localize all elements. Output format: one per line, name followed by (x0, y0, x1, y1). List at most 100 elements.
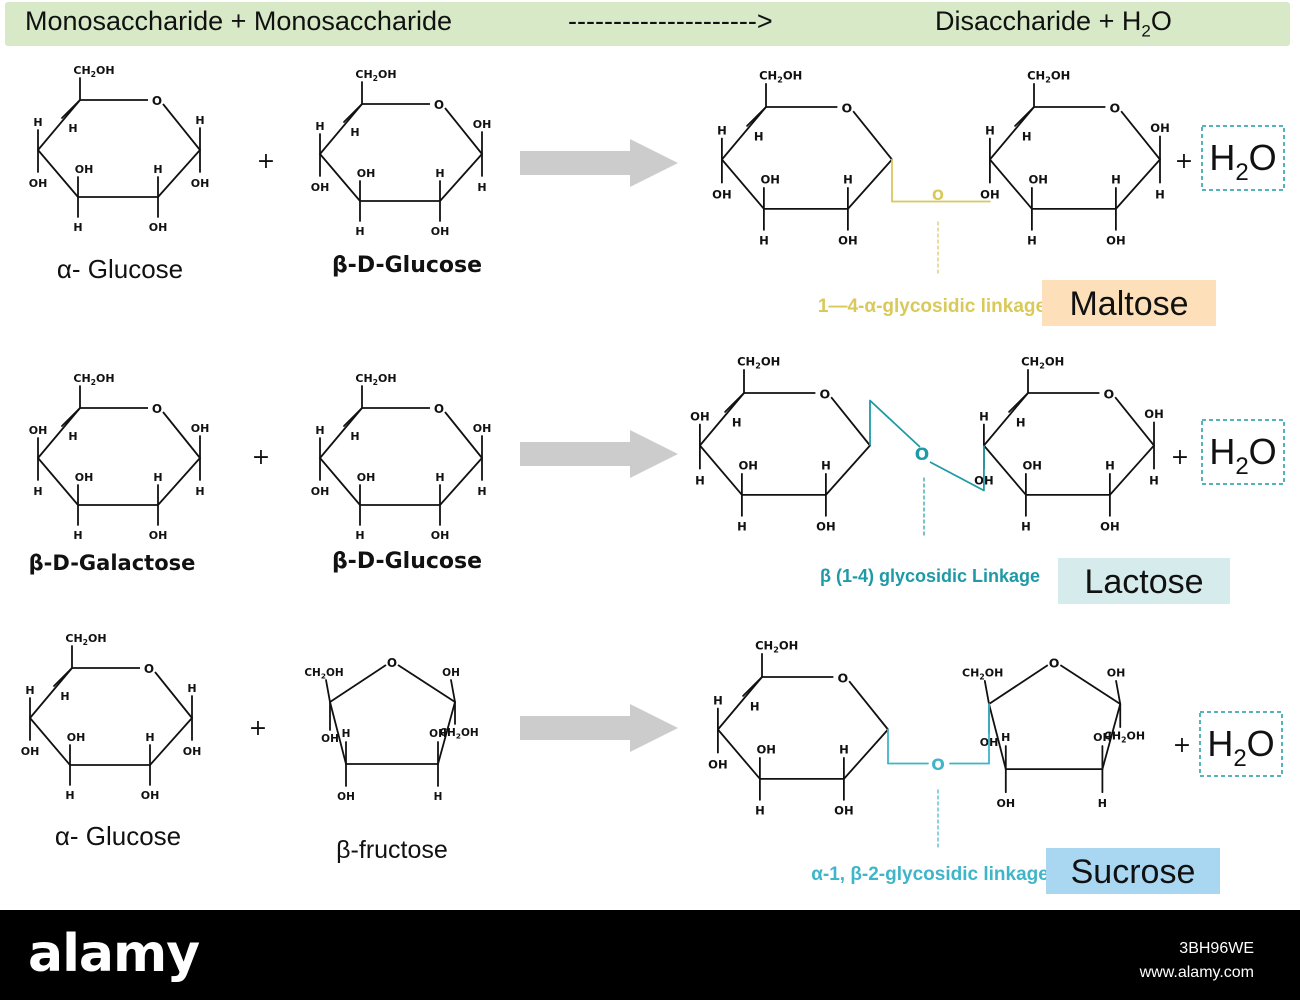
oh-label: OH (1106, 234, 1125, 248)
h-bond (343, 407, 363, 427)
ring-bond (989, 106, 1161, 210)
substituent-label: OH (980, 187, 999, 201)
ring-bond (699, 392, 871, 496)
ring-oxygen: O (1109, 100, 1120, 115)
oh-label: OH (149, 529, 168, 542)
plus-sign: + (1173, 733, 1191, 758)
ch2oh-label: CH2OH (355, 68, 396, 83)
h-label: H (843, 173, 853, 187)
ring-oxygen: O (819, 386, 830, 401)
ch2oh-label: CH2OH (65, 632, 106, 647)
substituent-label: H (477, 485, 486, 498)
h-label: H (732, 416, 742, 430)
linkage-label: α-1, β-2-glycosidic linkage (811, 864, 1049, 885)
h-label: H (759, 234, 769, 248)
footer-bar: alamy 3BH96WE www.alamy.com (0, 910, 1300, 1000)
substituent-label: H (985, 123, 995, 137)
ring-oxygen: O (152, 94, 162, 108)
substituent-label: H (195, 114, 204, 127)
substituent-label: H (315, 424, 324, 437)
reaction-arrow (520, 704, 678, 752)
ch2oh-label: CH2OH (1027, 69, 1070, 85)
ring-bond (37, 407, 201, 506)
substituent-label: OH (191, 422, 210, 435)
oh-label: OH (1107, 667, 1126, 680)
h-label: H (355, 225, 364, 238)
oh-label: OH (431, 225, 450, 238)
substituent-label: OH (708, 757, 727, 771)
substituent-label: H (33, 116, 42, 129)
ch2oh-label: CH2OH (962, 667, 1003, 682)
reaction-arrow (520, 430, 678, 478)
substituent-label: H (315, 120, 324, 133)
oh-label: OH (429, 728, 447, 740)
header-arrow: ---------------------> (568, 6, 773, 36)
product-name-bg (1042, 280, 1216, 326)
h-label: H (839, 743, 849, 757)
h-label: H (755, 804, 765, 818)
substituent-label: H (713, 693, 723, 707)
substituent-label: OH (1144, 407, 1163, 421)
substituent-label: OH (1150, 121, 1169, 135)
h-label: H (1001, 731, 1010, 744)
ch2oh-label: CH2OH (304, 667, 343, 681)
substituent-label: OH (29, 177, 48, 190)
substituent-label: H (477, 181, 486, 194)
water-box (1199, 711, 1283, 777)
h-label: H (435, 471, 444, 484)
ring-oxygen: O (837, 670, 848, 685)
ring-oxygen: O (387, 656, 397, 670)
oh-label: OH (75, 163, 94, 176)
substituent-label: H (187, 682, 196, 695)
substituent-label: H (695, 473, 705, 487)
ch2oh-bond (325, 679, 331, 703)
ch2oh-label: CH2OH (355, 372, 396, 387)
substituent-label: OH (712, 187, 731, 201)
c2-bond (450, 679, 456, 703)
water-label: H2O (1207, 723, 1274, 772)
oh-label: OH (1022, 459, 1041, 473)
oh-label: OH (67, 731, 86, 744)
ring-oxygen: O (434, 98, 444, 112)
ring-oxygen: O (144, 662, 154, 676)
h-bond (53, 667, 73, 687)
plus-sign: + (249, 716, 267, 741)
h-label: H (1016, 416, 1026, 430)
ring-oxygen: O (841, 100, 852, 115)
substituent-label: OH (473, 118, 492, 131)
product-name-bg (1058, 558, 1230, 604)
reactant1-name: α- Glucose (57, 254, 183, 284)
h-label: H (1105, 459, 1115, 473)
oh-label: OH (738, 459, 757, 473)
ch2oh-label: CH2OH (759, 69, 802, 85)
ring-bond (319, 103, 483, 202)
reactant2-name: β-D-Glucose (332, 549, 482, 574)
h-bond (746, 106, 767, 127)
h-bond (61, 99, 81, 119)
oh-label: OH (756, 743, 775, 757)
h-bond (742, 676, 763, 697)
oh-label: OH (816, 520, 835, 534)
water-box (1201, 125, 1285, 191)
ch2oh-label: CH2OH (1104, 730, 1145, 745)
glycosidic-oxygen: O (915, 445, 929, 465)
oh-label: OH (997, 797, 1016, 810)
h-label: H (754, 130, 764, 144)
source-url: www.alamy.com (1139, 964, 1254, 981)
ch2oh-label: CH2OH (73, 64, 114, 79)
header-reactants: Monosaccharide + Monosaccharide (25, 6, 452, 36)
c2-bond (1115, 680, 1122, 705)
h-label: H (65, 789, 74, 802)
oh-label: OH (838, 234, 857, 248)
substituent-label: OH (21, 745, 40, 758)
ring-oxygen: O (152, 402, 162, 416)
substituent-label: OH (311, 485, 330, 498)
h-label: H (355, 529, 364, 542)
h-label: H (434, 791, 443, 803)
oh-label: OH (337, 791, 355, 803)
h-label: H (435, 167, 444, 180)
product-name-bg (1046, 848, 1220, 894)
product-name: Lactose (1084, 563, 1203, 601)
ring-bond (37, 99, 201, 198)
